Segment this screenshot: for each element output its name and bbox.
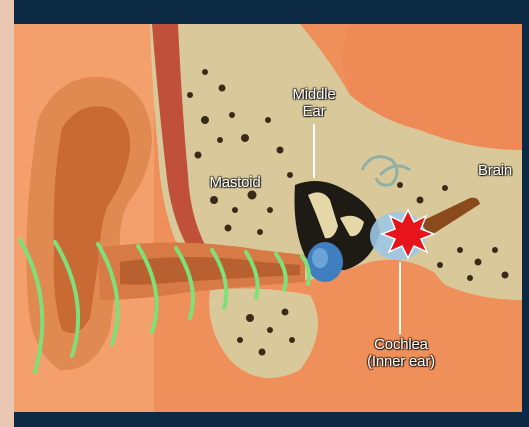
middle-ear-label-line1: Middle [282,86,346,103]
cochlea-label-line2: (Inner ear) [352,353,450,370]
brain-label: Brain [470,162,520,179]
eardrum-highlight [312,248,328,268]
mastoid-label-text: Mastoid [202,174,268,191]
left-edge-strip [0,0,14,427]
brain-label-text: Brain [470,162,520,179]
mastoid-label: Mastoid [202,174,268,191]
middle-ear-label: Middle Ear [282,86,346,120]
cochlea-label: Cochlea (Inner ear) [352,336,450,370]
red-starburst-icon [382,210,434,258]
middle-ear-label-line2: Ear [282,103,346,120]
cochlea-label-line1: Cochlea [352,336,450,353]
